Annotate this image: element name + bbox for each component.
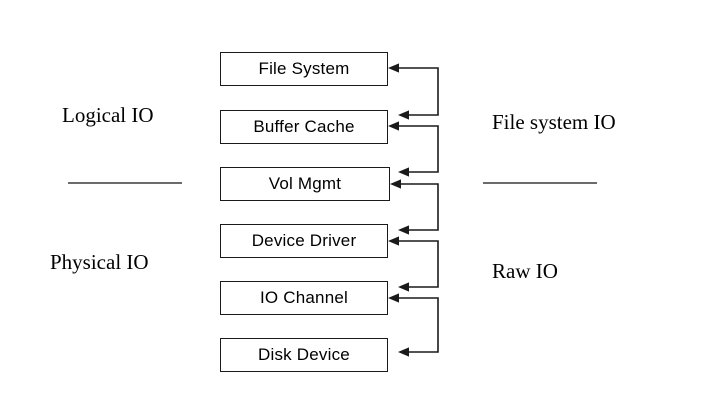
node-box-disk-device: Disk Device — [220, 338, 388, 372]
right-divider — [483, 182, 597, 184]
connector-4-arrowhead-bottom — [398, 282, 409, 292]
node-label-buffer-cache: Buffer Cache — [253, 117, 355, 136]
node-box-device-driver: Device Driver — [220, 224, 388, 258]
node-label-disk-device: Disk Device — [258, 345, 350, 364]
node-label-vol-mgmt: Vol Mgmt — [268, 174, 342, 193]
node-label-device-driver: Device Driver — [251, 231, 357, 250]
left-label-logical-io: Logical IO — [62, 103, 154, 127]
node-label-file-system: File System — [258, 59, 350, 78]
connector-5 — [388, 293, 439, 357]
connector-3-arrowhead-top — [390, 179, 401, 189]
connector-4 — [388, 236, 439, 292]
connector-2-path — [398, 125, 439, 173]
node-box-buffer-cache: Buffer Cache — [220, 110, 388, 144]
connector-2-arrowhead-bottom — [398, 167, 409, 177]
connector-1-path — [398, 67, 439, 116]
connector-3-path — [400, 183, 439, 231]
node-box-file-system: File System — [220, 52, 388, 86]
connector-4-arrowhead-top — [388, 236, 399, 246]
connector-1 — [388, 63, 439, 120]
left-divider — [68, 182, 182, 184]
node-label-io-channel: IO Channel — [260, 288, 348, 307]
connector-3 — [390, 179, 439, 235]
connector-2 — [388, 121, 439, 177]
connector-1-arrowhead-bottom — [398, 110, 409, 120]
right-label-raw-io: Raw IO — [492, 259, 558, 283]
node-box-vol-mgmt: Vol Mgmt — [220, 167, 390, 201]
connector-5-arrowhead-top — [388, 293, 399, 303]
connector-5-path — [398, 297, 439, 353]
connector-2-arrowhead-top — [388, 121, 399, 131]
connector-5-arrowhead-bottom — [398, 347, 409, 357]
right-label-file-system-io: File system IO — [492, 110, 616, 134]
left-label-physical-io: Physical IO — [50, 250, 149, 274]
connector-4-path — [398, 240, 439, 288]
connector-3-arrowhead-bottom — [398, 225, 409, 235]
node-box-io-channel: IO Channel — [220, 281, 388, 315]
connector-1-arrowhead-top — [388, 63, 399, 73]
